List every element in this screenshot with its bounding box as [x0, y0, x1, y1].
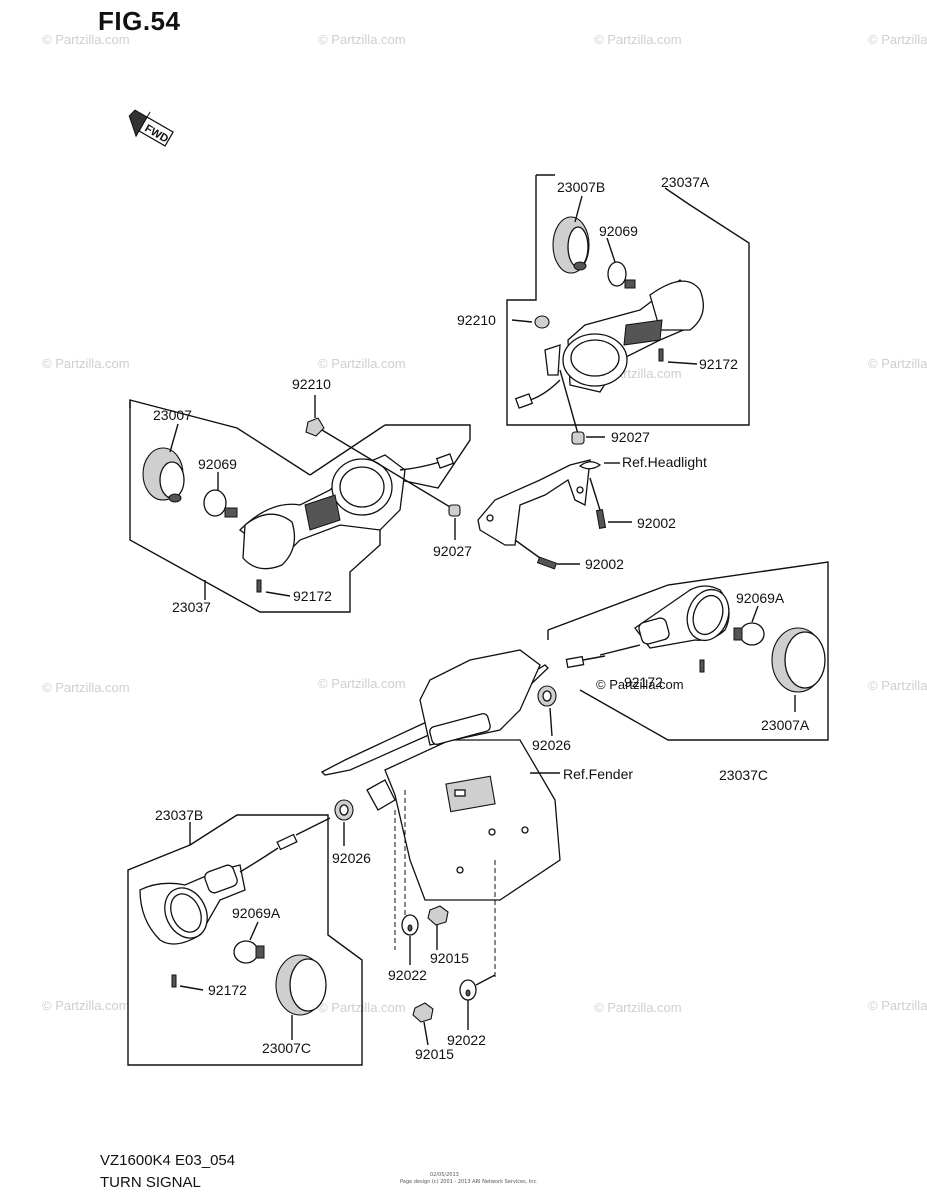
label-92026-left: 92026: [332, 850, 371, 866]
watermark: © Partzilla.com: [594, 32, 682, 47]
label-92172-bottom: 92172: [208, 982, 247, 998]
label-92210-top: 92210: [457, 312, 496, 328]
watermark: © Partzilla.com: [318, 676, 406, 691]
figure-title: FIG.54: [98, 6, 181, 36]
label-23007: 23007: [153, 407, 192, 423]
label-92069A-right: 92069A: [736, 590, 785, 606]
label-23037: 23037: [172, 599, 211, 615]
footer-model-code: VZ1600K4 E03_054: [100, 1152, 236, 1169]
rear-fender: [320, 649, 561, 980]
headlight-bracket: [448, 459, 632, 570]
label-92022-upper: 92022: [388, 967, 427, 983]
label-92027-left: 92027: [433, 543, 472, 559]
footer-small-code: 02/05/2013: [430, 1172, 459, 1178]
label-92069-left: 92069: [198, 456, 237, 472]
label-watermark-inline: © Partzilla.com: [596, 677, 684, 692]
watermark: © Partzilla.com: [868, 32, 927, 47]
label-92172-right: 92172: [624, 674, 663, 690]
label-92002-mid: 92002: [585, 556, 624, 572]
watermark: © Partzilla.com: [318, 32, 406, 47]
assembly-23037B: [127, 799, 363, 1066]
label-92172-top: 92172: [699, 356, 738, 372]
watermark: © Partzilla.com: [868, 356, 927, 371]
watermark: © Partzilla.com: [42, 998, 130, 1013]
label-92069A-left: 92069A: [232, 905, 281, 921]
hardware-bottom: [401, 905, 496, 1046]
label-92026-right: 92026: [532, 737, 571, 753]
assembly-23037: [129, 395, 471, 613]
assembly-23037C: [537, 561, 829, 741]
part-labels: 23037A 23007B 92069 92210 92172 92027 Re…: [153, 174, 810, 1062]
watermark: © Partzilla.com: [42, 356, 130, 371]
label-23037C: 23037C: [719, 767, 768, 783]
label-23037A: 23037A: [661, 174, 710, 190]
label-ref-fender: Ref.Fender: [563, 766, 633, 782]
watermark: © Partzilla.com: [868, 678, 927, 693]
watermark: © Partzilla.com: [42, 32, 130, 47]
label-92022-lower: 92022: [447, 1032, 486, 1048]
label-92015-lower: 92015: [415, 1046, 454, 1062]
footer-small-credit: Page design (c) 2001 - 2013 ARI Network …: [400, 1179, 538, 1185]
fwd-arrow-icon: FWD: [128, 109, 174, 147]
watermark: © Partzilla.com: [318, 356, 406, 371]
assembly-23037A: [506, 174, 750, 445]
footer-section-name: TURN SIGNAL: [100, 1174, 201, 1191]
label-ref-headlight: Ref.Headlight: [622, 454, 707, 470]
label-92069-top: 92069: [599, 223, 638, 239]
label-23007B: 23007B: [557, 179, 605, 195]
label-92027-top: 92027: [611, 429, 650, 445]
watermark: © Partzilla.com: [594, 1000, 682, 1015]
fwd-label: FWD: [143, 123, 171, 146]
label-92002-top: 92002: [637, 515, 676, 531]
label-92172-left: 92172: [293, 588, 332, 604]
label-92015-upper: 92015: [430, 950, 469, 966]
watermark: © Partzilla.com: [868, 998, 927, 1013]
label-23007C: 23007C: [262, 1040, 311, 1056]
label-92210-left: 92210: [292, 376, 331, 392]
watermark: © Partzilla.com: [42, 680, 130, 695]
label-23037B: 23037B: [155, 807, 203, 823]
label-23007A: 23007A: [761, 717, 810, 733]
